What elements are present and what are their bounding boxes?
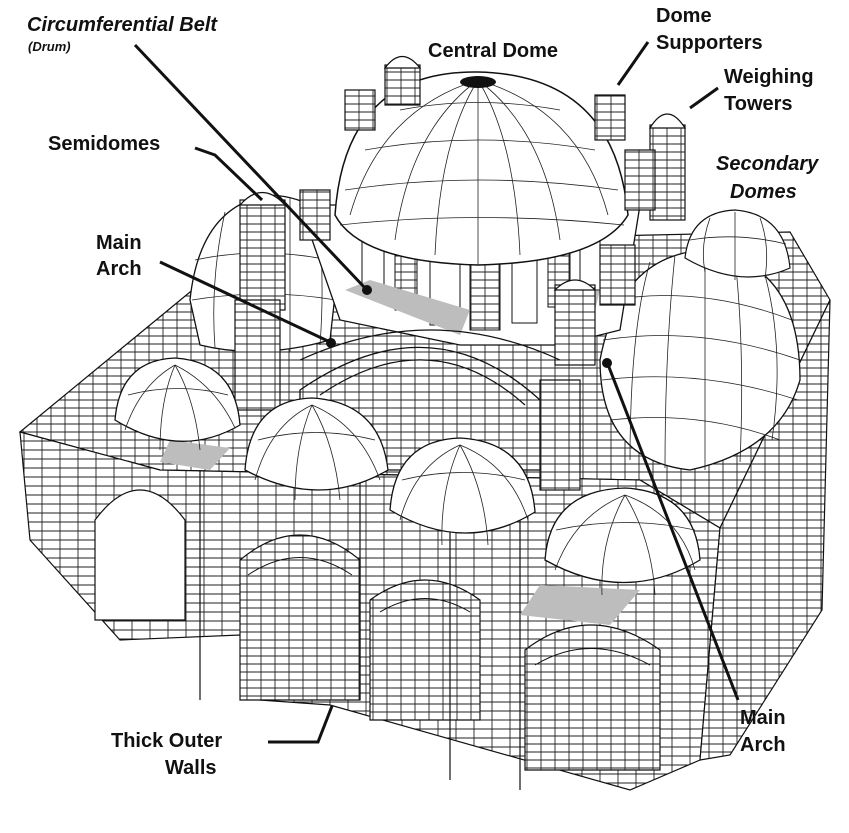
leader-dots <box>326 285 612 368</box>
label-main-arch-right-line2: Arch <box>740 734 786 756</box>
label-dome-supporters-line2: Supporters <box>656 32 763 54</box>
dot-main-arch-left <box>326 338 336 348</box>
dot-drum <box>362 285 372 295</box>
leader-circumferential-belt <box>133 43 367 290</box>
weighing-towers <box>234 55 687 491</box>
secondary-domes <box>114 357 701 596</box>
label-circumferential-belt: Circumferential Belt <box>27 14 218 36</box>
secondary-dome-1 <box>114 357 241 451</box>
label-main-arch-right-line1: Main <box>740 707 786 729</box>
label-main-arch-left-line2: Arch <box>96 258 142 280</box>
label-dome-supporters-line1: Dome <box>656 5 712 27</box>
label-semidomes: Semidomes <box>48 133 161 155</box>
label-secondary-domes-line1: Secondary <box>716 153 819 175</box>
label-weighing-towers-line2: Towers <box>724 93 793 115</box>
label-main-arch-left-line1: Main <box>96 232 142 254</box>
leader-semidomes <box>194 146 264 202</box>
secondary-dome-back-right <box>684 209 791 280</box>
leader-weighing-towers <box>689 86 719 110</box>
leader-main-arch-left <box>159 260 331 344</box>
secondary-dome-3 <box>389 437 536 546</box>
leader-lines <box>133 41 740 744</box>
leader-main-arch-right <box>605 361 740 701</box>
leader-dome-supporters <box>616 41 650 86</box>
dot-main-arch-right <box>602 358 612 368</box>
dome-supporters <box>299 89 656 306</box>
label-thick-outer-walls-line2: Walls <box>165 757 217 779</box>
label-drum: (Drum) <box>28 39 71 54</box>
leader-thick-outer-walls <box>268 705 334 744</box>
secondary-dome-2 <box>244 397 389 501</box>
label-secondary-domes-line2: Domes <box>730 181 797 203</box>
central-dome <box>334 71 629 266</box>
label-weighing-towers-line1: Weighing <box>724 66 814 88</box>
label-thick-outer-walls-line1: Thick Outer <box>111 730 223 752</box>
label-central-dome: Central Dome <box>428 40 559 62</box>
